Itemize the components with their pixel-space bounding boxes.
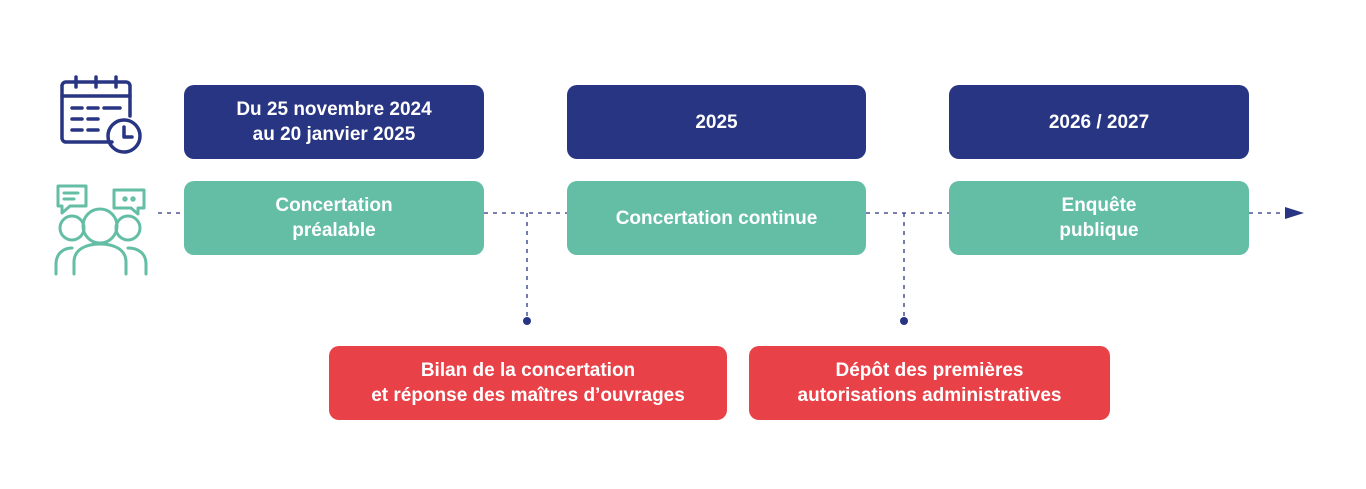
phase-box-1: Concertation préalable [184,181,484,255]
calendar-clock-icon [60,75,142,154]
people-discussion-icon [54,184,148,276]
phase-box-2: Concertation continue [567,181,866,255]
date-box-3: 2026 / 2027 [949,85,1249,159]
milestone-dot-1 [523,317,531,325]
date-box-1: Du 25 novembre 2024 au 20 janvier 2025 [184,85,484,159]
timeline-arrow-head [1285,207,1304,219]
date-box-2: 2025 [567,85,866,159]
phase-box-3: Enquête publique [949,181,1249,255]
milestone-box-2: Dépôt des premières autorisations admini… [749,346,1110,420]
milestone-box-1: Bilan de la concertation et réponse des … [329,346,727,420]
milestone-dot-2 [900,317,908,325]
